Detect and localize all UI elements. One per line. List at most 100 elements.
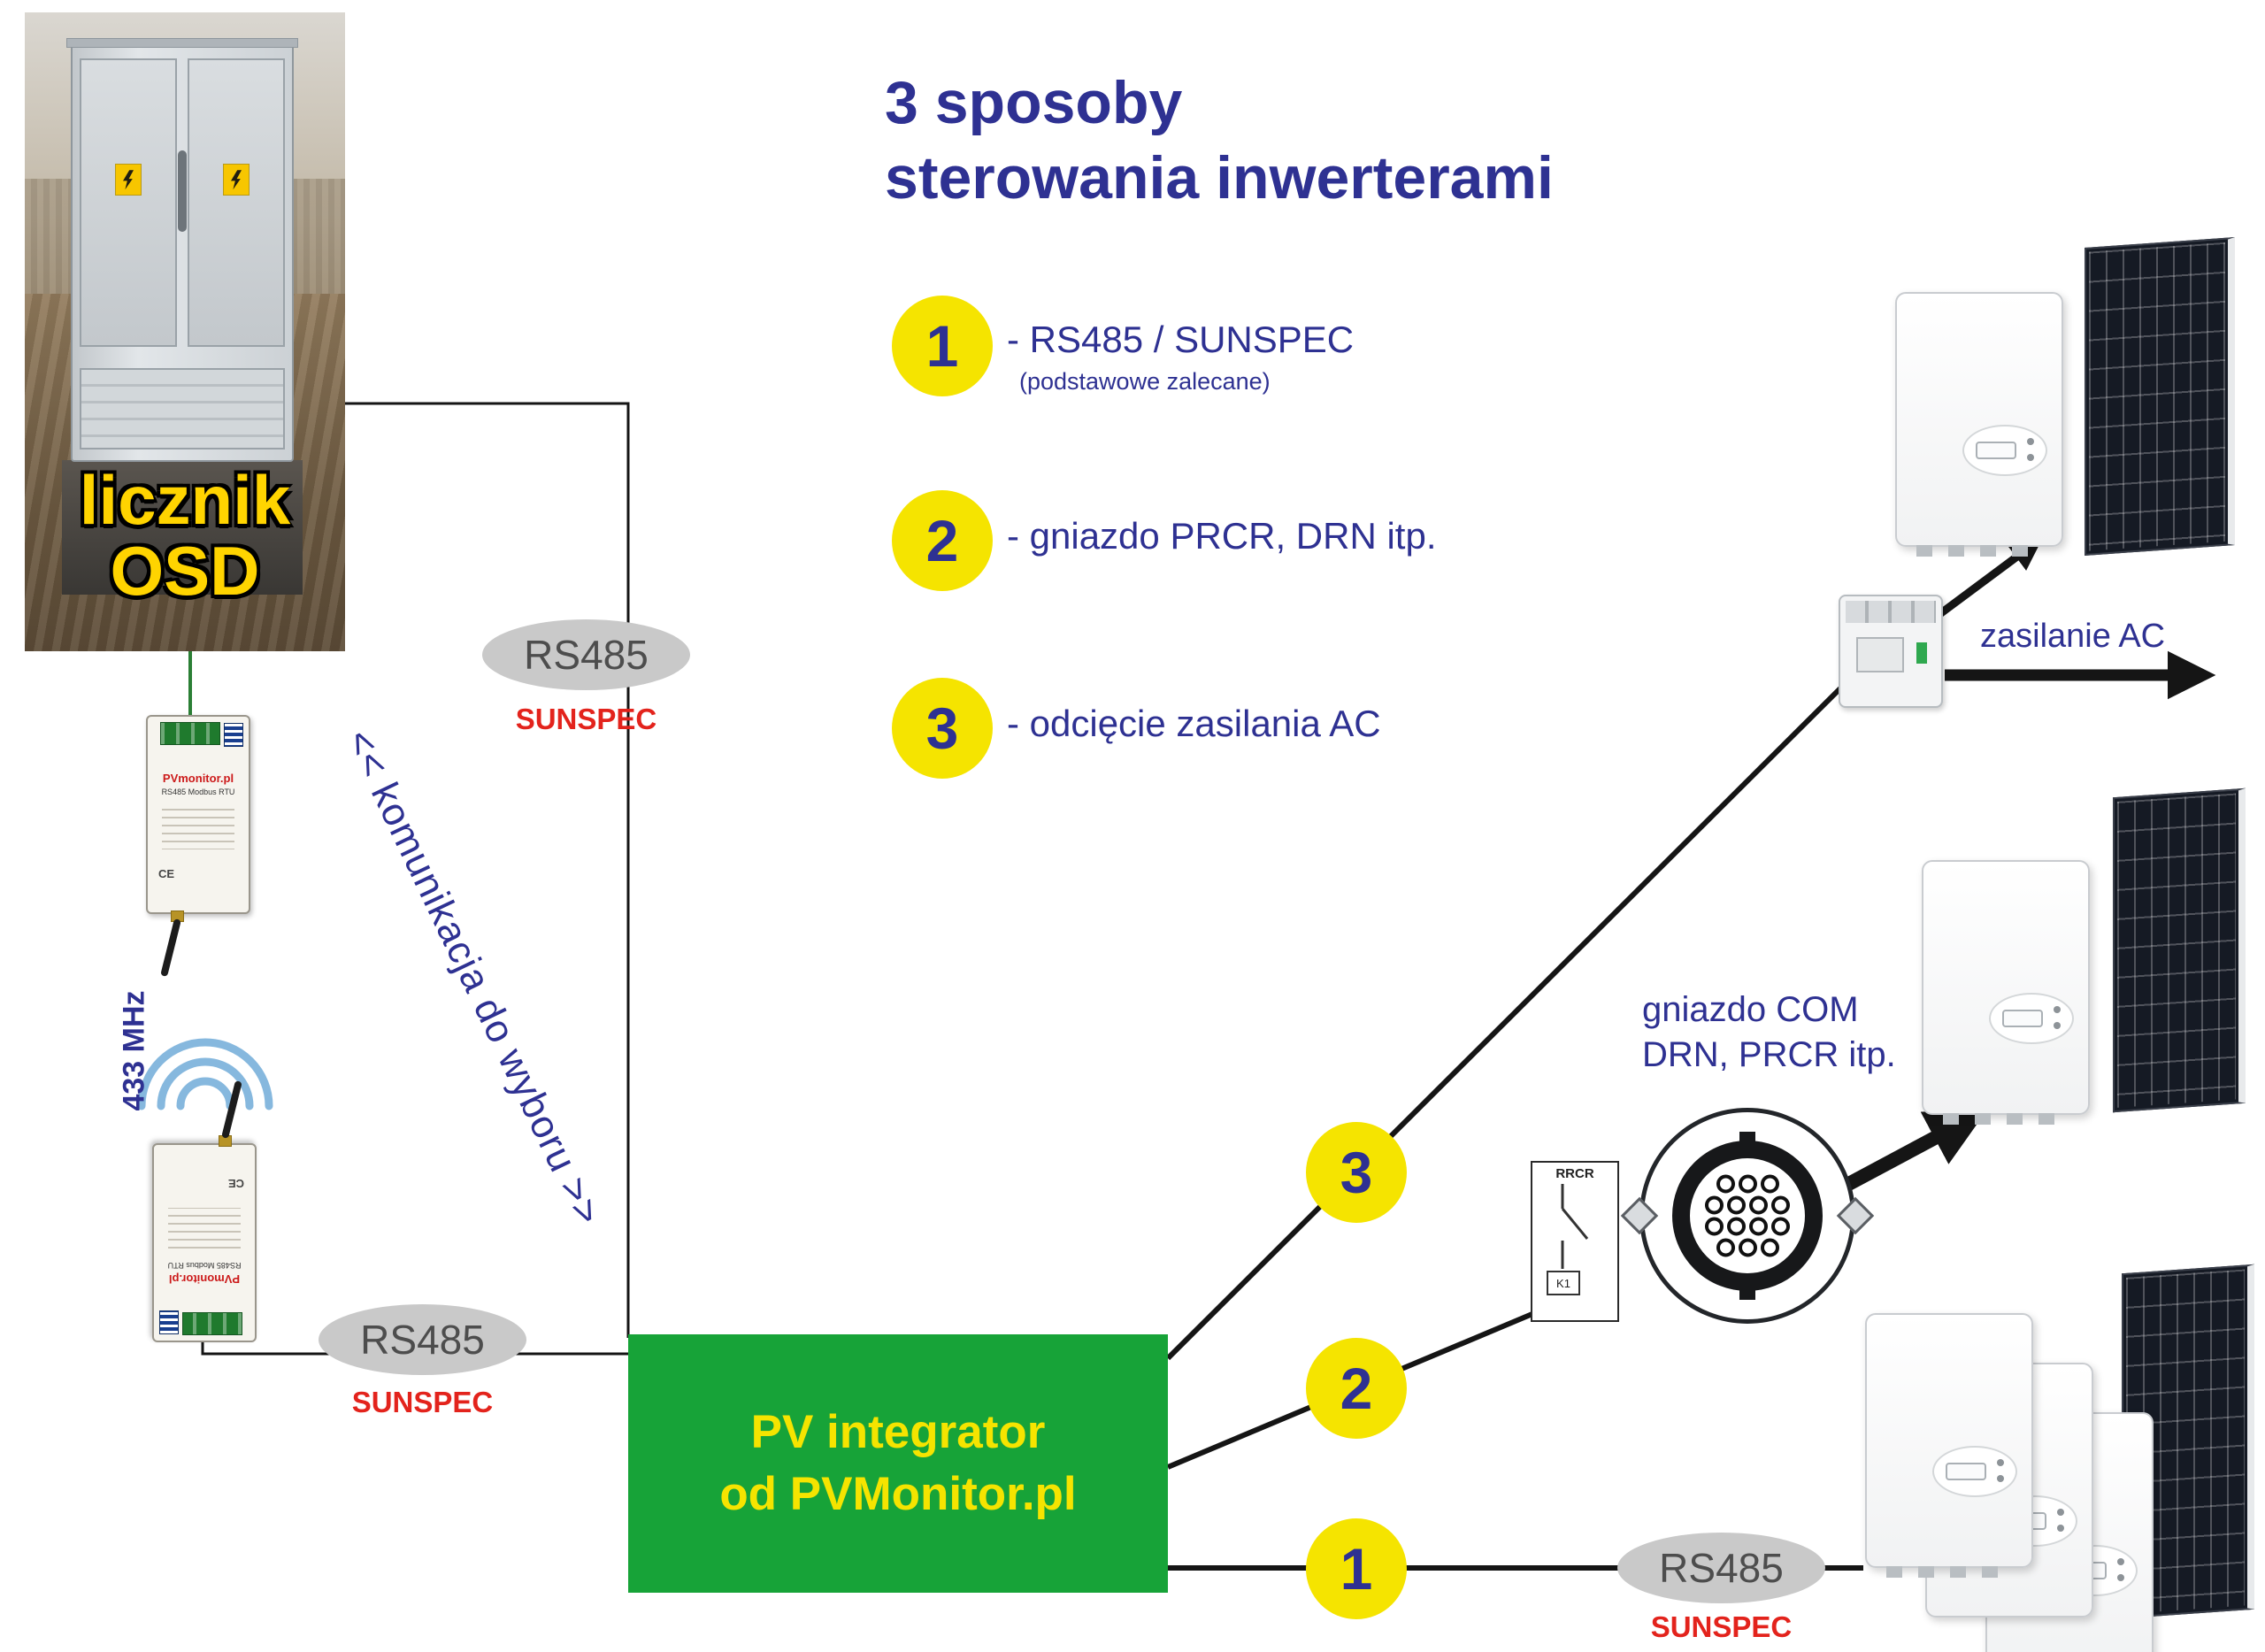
pin-icon	[1749, 1217, 1768, 1236]
method3-line	[1165, 677, 1852, 1361]
warning-sticker-icon	[223, 164, 250, 196]
cabinet-label: licznik OSD	[25, 465, 345, 606]
pin-row	[1705, 1195, 1790, 1215]
connector-key	[1739, 1132, 1755, 1143]
method2-badge: 2	[892, 490, 993, 591]
inverter-ports	[1916, 545, 2042, 557]
contactor-window	[1856, 637, 1904, 672]
title-line2: sterowania inwerterami	[885, 144, 1554, 211]
rs485-pill-meter: RS485	[482, 619, 690, 690]
rrcr-label: RRCR	[1555, 1166, 1594, 1181]
com-connector	[1620, 1108, 1875, 1324]
terminal-block	[160, 722, 220, 745]
cabinet-door-left	[80, 58, 177, 347]
module-label-lines	[162, 809, 234, 849]
integrator-line2: od PVMonitor.pl	[719, 1468, 1077, 1520]
pin-icon	[1727, 1217, 1746, 1236]
gniazdo-com-label: gniazdo COM DRN, PRCR itp.	[1642, 987, 1896, 1078]
inverter-led	[2054, 1021, 2061, 1029]
panel-grid	[2117, 793, 2236, 1108]
inverter-led	[2057, 1508, 2064, 1516]
dip-switch	[224, 723, 243, 747]
method1-badge: 1	[892, 296, 993, 396]
cabinet-foundation	[62, 460, 303, 595]
solar-panel-middle	[2113, 788, 2246, 1113]
cabinet-door-right	[188, 58, 285, 347]
inverter-led	[1997, 1474, 2004, 1482]
warning-sticker-icon	[115, 164, 142, 196]
pin-row	[1716, 1238, 1779, 1257]
cabinet-label-line2: OSD	[110, 531, 260, 610]
inverter-led	[2117, 1557, 2124, 1565]
radio-signal-icon	[137, 1038, 273, 1110]
inverter-led	[2117, 1573, 2124, 1581]
method1-sublabel: (podstawowe zalecane)	[1019, 368, 1271, 395]
lightning-icon	[231, 170, 242, 190]
module-desc-label: RS485 Modbus RTU	[161, 788, 235, 796]
path-badge-1: 1	[1306, 1518, 1407, 1619]
pin-icon	[1738, 1238, 1757, 1257]
inverter-screen	[1946, 1462, 1986, 1480]
module-brand-label: PVmonitor.pl	[168, 1272, 241, 1286]
method1-label: - RS485 / SUNSPEC	[1007, 319, 1355, 360]
pin-icon	[1771, 1217, 1790, 1236]
inverter-led	[2057, 1524, 2064, 1532]
contactor-indicator	[1916, 642, 1927, 664]
module-label-lines	[168, 1208, 241, 1249]
method2-label: - gniazdo PRCR, DRN itp.	[1007, 515, 1437, 557]
inverter-screen	[1976, 441, 2016, 459]
inverter-ports	[1886, 1566, 2012, 1578]
inverter-ports	[1943, 1113, 2069, 1125]
method3-label: - odcięcie zasilania AC	[1007, 703, 1381, 744]
cabinet-roof	[66, 38, 298, 48]
contactor-terminals	[1846, 601, 1936, 623]
terminal-block	[182, 1312, 242, 1335]
inverter-display-oval	[1962, 424, 2047, 476]
inverter-screen	[2002, 1009, 2043, 1027]
ce-mark: CE	[227, 1177, 244, 1190]
inverter-middle	[1922, 860, 2090, 1125]
rs485-pill-radio: RS485	[319, 1304, 526, 1375]
rrcr-relay-schematic: RRCR K1	[1531, 1161, 1619, 1322]
pin-row	[1716, 1174, 1779, 1194]
method3-badge: 3	[892, 678, 993, 779]
pin-icon	[1771, 1195, 1790, 1215]
integrator-line1: PV integrator	[750, 1406, 1046, 1459]
cabinet-label-line1: licznik	[79, 461, 291, 539]
pv-integrator-box: PV integrator od PVMonitor.pl	[628, 1334, 1168, 1593]
zasilanie-ac-label: zasilanie AC	[1980, 618, 2166, 655]
sunspec-label-radio: SUNSPEC	[351, 1386, 494, 1418]
dip-switch	[159, 1310, 179, 1334]
solar-panel-top	[2085, 237, 2235, 556]
sunspec-label-inverter: SUNSPEC	[1650, 1610, 1793, 1643]
relay-contact-symbol	[1561, 1184, 1589, 1269]
title-line1: 3 sposoby	[885, 69, 1183, 136]
path-badge-3: 3	[1306, 1122, 1407, 1223]
pin-icon	[1716, 1238, 1735, 1257]
pin-icon	[1760, 1174, 1779, 1194]
inverter-led	[2054, 1005, 2061, 1013]
pin-icon	[1705, 1217, 1724, 1236]
meter-cabinet-photo: licznik OSD	[25, 12, 345, 651]
module-desc-label: RS485 Modbus RTU	[167, 1261, 242, 1270]
ac-contactor	[1839, 595, 1943, 708]
cabinet-lower-panel	[80, 368, 285, 449]
meter-bus-line	[250, 402, 630, 1338]
pin-icon	[1705, 1195, 1724, 1215]
ce-mark: CE	[158, 867, 175, 880]
rs485-pill-inverter: RS485	[1617, 1533, 1825, 1603]
radio-module-meter-side: PVmonitor.pl RS485 Modbus RTU CE	[146, 715, 250, 978]
pin-row	[1705, 1217, 1790, 1236]
panel-grid	[2089, 242, 2225, 551]
module-brand-label: PVmonitor.pl	[162, 772, 234, 785]
lightning-icon	[123, 170, 134, 190]
relay-coil-k1: K1	[1547, 1271, 1580, 1295]
radio-module-integrator-side: PVmonitor.pl RS485 Modbus RTU CE	[152, 1080, 257, 1342]
inverter-stack-front	[1865, 1313, 2033, 1578]
connector-to-inverter-arrow	[1839, 1110, 1987, 1195]
pin-icon	[1760, 1238, 1779, 1257]
gniazdo-com-line1: gniazdo COM	[1642, 990, 1859, 1029]
inverter-led	[2027, 437, 2034, 445]
path-badge-2: 2	[1306, 1338, 1407, 1439]
